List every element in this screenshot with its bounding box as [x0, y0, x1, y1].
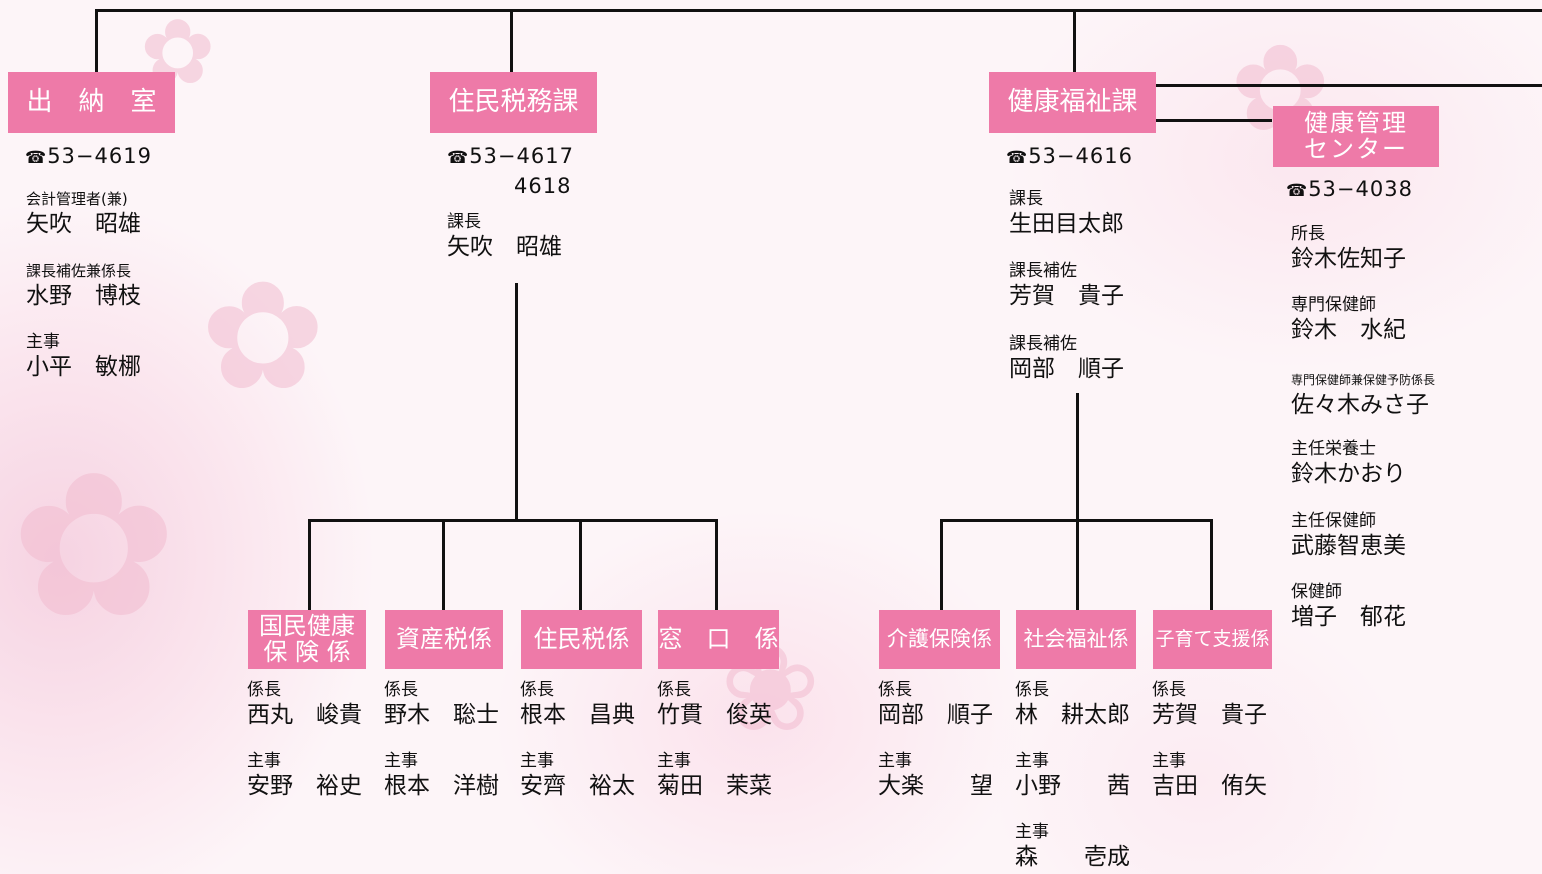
staff-entry: 主事森 壱成 — [1015, 822, 1130, 870]
staff-entry: 専門保健師鈴木 水紀 — [1291, 295, 1406, 343]
section-box-shakai: 社会福祉係 — [1016, 610, 1136, 669]
staff-entry: 課長矢吹 昭雄 — [447, 212, 562, 260]
staff-entry: 課長補佐芳賀 貴子 — [1009, 261, 1124, 309]
phone-suitou: ☎53−4619 — [25, 144, 152, 168]
dept-box-center: 健康管理 センター — [1273, 106, 1439, 167]
staff-entry: 係長西丸 峻貴 — [247, 680, 362, 728]
staff-entry: 主事小平 敏梛 — [26, 332, 141, 380]
dept-box-kenko: 健康福祉課 — [989, 72, 1156, 133]
phone-icon: ☎ — [447, 148, 470, 168]
staff-entry: 主事安齊 裕太 — [520, 751, 635, 799]
staff-entry: 主事大楽 望 — [878, 751, 993, 799]
staff-entry: 主事安野 裕史 — [247, 751, 362, 799]
phone-icon: ☎ — [25, 148, 48, 168]
staff-entry: 係長竹貫 俊英 — [657, 680, 772, 728]
staff-entry: 課長生田目太郎 — [1009, 189, 1124, 237]
staff-entry: 主任栄養士鈴木かおり — [1291, 439, 1406, 487]
staff-entry: 係長林 耕太郎 — [1015, 680, 1130, 728]
staff-entry: 係長岡部 順子 — [878, 680, 993, 728]
staff-entry: 主事吉田 侑矢 — [1152, 751, 1267, 799]
sakura-blossom-icon: ✿ — [10, 430, 178, 663]
staff-entry: 課長補佐兼係長水野 博枝 — [26, 262, 141, 309]
staff-entry: 係長根本 昌典 — [520, 680, 635, 728]
staff-entry: 課長補佐岡部 順子 — [1009, 334, 1124, 382]
staff-entry: 主事根本 洋樹 — [384, 751, 499, 799]
phone-juminzei: ☎53−4617 — [447, 144, 574, 168]
staff-entry: 会計管理者(兼)矢吹 昭雄 — [26, 190, 141, 237]
phone-center: ☎53−4038 — [1286, 177, 1413, 201]
section-box-kaigo: 介護保険係 — [879, 610, 1000, 669]
staff-entry: 主事小野 茜 — [1015, 751, 1130, 799]
staff-entry: 係長野木 聡士 — [384, 680, 499, 728]
phone-icon: ☎ — [1286, 181, 1309, 201]
dept-box-juminzei: 住民税務課 — [430, 72, 597, 133]
phone-ext-juminzei: 4618 — [514, 174, 572, 198]
section-box-jumin: 住民税係 — [521, 610, 642, 669]
phone-icon: ☎ — [1006, 148, 1029, 168]
staff-entry: 主事菊田 茉菜 — [657, 751, 772, 799]
staff-entry: 係長芳賀 貴子 — [1152, 680, 1267, 728]
section-box-kosodate: 子育て支援係 — [1153, 610, 1272, 669]
dept-box-suitou: 出 納 室 — [8, 72, 175, 133]
phone-kenko: ☎53−4616 — [1006, 144, 1133, 168]
staff-entry: 専門保健師兼保健予防係長佐々木みさ子 — [1291, 373, 1436, 418]
section-box-madoguchi: 窓 口 係 — [658, 610, 779, 669]
sakura-blossom-icon: ✿ — [200, 250, 326, 424]
staff-entry: 保健師増子 郁花 — [1291, 582, 1406, 630]
section-box-kokumin: 国民健康 保 険 係 — [248, 610, 366, 669]
staff-entry: 主任保健師武藤智恵美 — [1291, 511, 1406, 559]
staff-entry: 所長鈴木佐知子 — [1291, 224, 1406, 272]
section-box-shisan: 資産税係 — [385, 610, 503, 669]
